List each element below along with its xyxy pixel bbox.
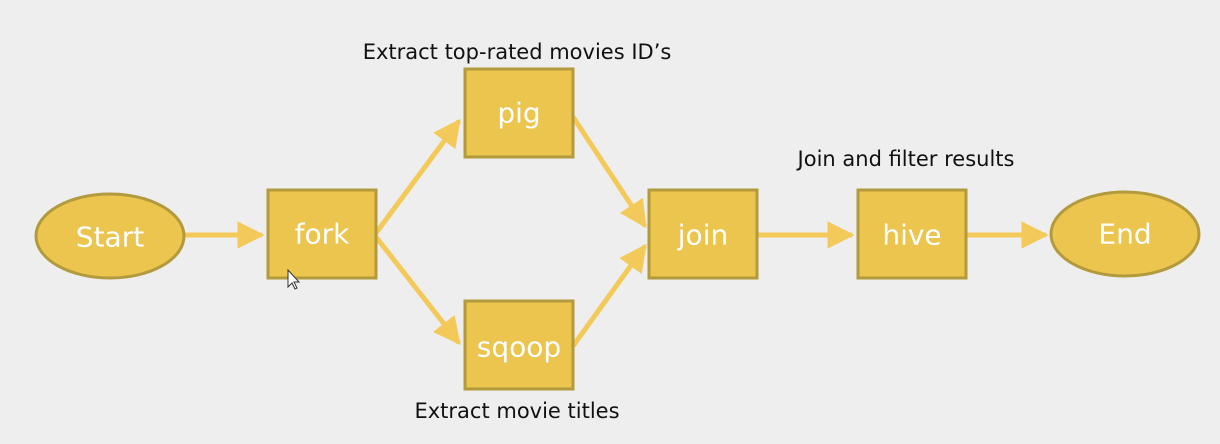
fork-box <box>266 188 378 280</box>
sqoop-label: sqoop <box>477 331 561 364</box>
node-end[interactable]: End <box>1049 190 1201 278</box>
start-label: Start <box>76 221 144 254</box>
node-fork[interactable]: fork <box>266 188 378 280</box>
hive-label: hive <box>882 219 941 252</box>
edge-fork-sqoop <box>374 235 461 346</box>
edge-sqoop-join <box>570 243 648 348</box>
end-ellipse <box>1049 190 1201 278</box>
sqoop-box <box>463 299 575 391</box>
join-label: join <box>677 219 728 252</box>
pig-label: pig <box>497 97 540 130</box>
start-ellipse <box>34 192 186 280</box>
node-start[interactable]: Start <box>34 192 186 280</box>
node-layer: Start fork pig sqoop join hive End <box>34 67 1201 391</box>
node-join[interactable]: join <box>647 188 759 280</box>
edge-layer <box>185 115 1049 348</box>
node-pig[interactable]: pig <box>463 67 575 159</box>
pig-box <box>463 67 575 159</box>
edge-fork-pig <box>373 118 462 235</box>
annotation-layer: Extract top-rated movies ID’s Join and f… <box>363 40 1015 423</box>
pig-annotation: Extract top-rated movies ID’s <box>363 40 672 64</box>
join-box <box>647 188 759 280</box>
node-sqoop[interactable]: sqoop <box>463 299 575 391</box>
end-label: End <box>1098 218 1151 251</box>
sqoop-annotation: Extract movie titles <box>414 399 619 423</box>
hive-annotation: Join and filter results <box>796 147 1015 171</box>
arrow-pointer-icon <box>287 268 301 290</box>
hive-box <box>856 188 968 280</box>
node-hive[interactable]: hive <box>856 188 968 280</box>
fork-label: fork <box>295 218 351 251</box>
edge-pig-join <box>570 115 648 229</box>
